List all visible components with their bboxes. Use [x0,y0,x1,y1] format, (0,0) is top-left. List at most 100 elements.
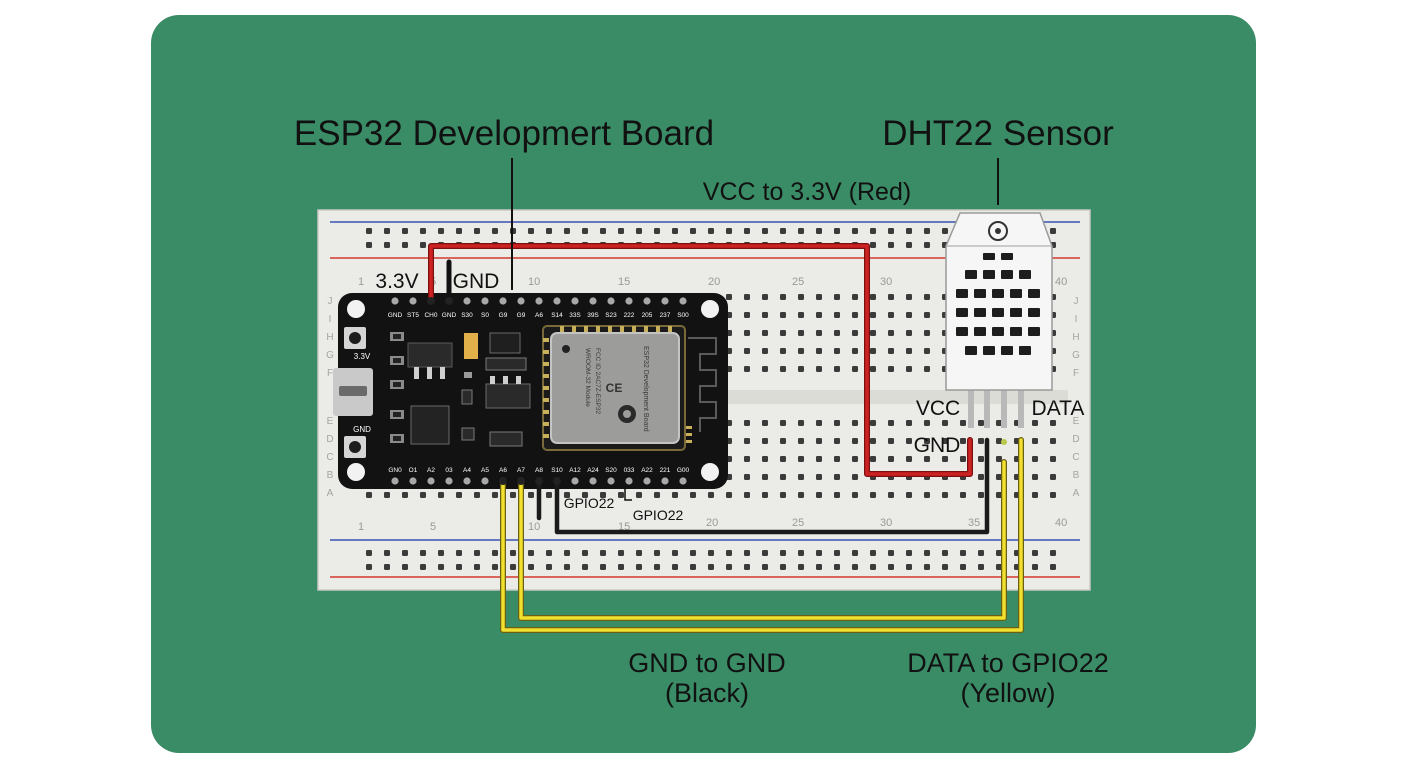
pin-label: A24 [587,467,599,474]
pin-3v3-label: 3.3V [375,270,418,293]
pin-label: A4 [463,467,471,474]
row-letter: A [327,488,334,499]
gnd-wire-label-line2: (Black) [665,678,749,708]
column-numbers-top: 1 5 10 15 20 25 30 35 40 [358,276,1067,288]
row-letter: H [1072,332,1079,343]
pin-label: 39S [587,312,599,319]
row-letter: D [1072,434,1079,445]
sensor-gnd-label: GND [914,434,961,457]
top-header-pins [391,297,687,305]
pin-label: A6 [535,312,543,319]
bottom-pin-labels: GN0 O1 A2 03 A4 A5 A6 A7 A8 S10 A12 A24 … [388,467,689,474]
pin-label: G9 [499,312,508,319]
module-title: ESP32 Development Board [642,346,649,432]
pin-label: A2 [427,467,435,474]
mount-hole [701,463,719,481]
esp32-board: GND ST5 CH0 GND S30 S0 G9 G9 A6 S14 33S … [333,293,728,489]
col-num: 20 [706,517,718,529]
usb-port-opening [339,386,367,396]
row-letter: G [1072,350,1080,361]
row-letter: J [1074,296,1079,307]
sensor-status-dot [1001,439,1007,445]
data-wire-label-line1: DATA to GPIO22 [907,648,1109,678]
row-letters-left: J I H G F E D C B A [326,296,334,499]
col-num: 10 [528,276,540,288]
mount-hole [347,300,365,318]
mount-hole [347,463,365,481]
row-letter: J [328,296,333,307]
col-num: 1 [358,276,364,288]
pin-label: GND [388,312,403,319]
col-num: 15 [618,276,630,288]
gpio22-label-2: GPIO22 [633,507,684,523]
pin-label: GND [442,312,457,319]
pin-label: S14 [551,312,563,319]
yellow-wire-data-inner [519,460,1006,620]
row-letter: I [1075,314,1078,325]
row-letters-right: J I H G F E D C B A [1072,296,1080,499]
pin-label: 205 [642,312,653,319]
module-castellated-pads [543,326,692,443]
data-wire-label-line2: (Yellow) [960,678,1055,708]
pin-label: G00 [677,467,690,474]
row-letter: F [1073,368,1079,379]
dht22-sensor [945,212,1053,445]
usb-uart-chip [410,405,450,445]
esp32-wroom-module: CE ESP32 Development Board WROOM-32 Modu… [542,325,717,451]
pin-label: A5 [481,467,489,474]
module-fcc-id: FCC ID 2AC7Z-ESP32 [594,348,601,414]
pin-label: 033 [624,467,635,474]
module-shield [550,332,680,444]
pin-label: A8 [535,467,543,474]
wires [428,243,1024,633]
col-num: 40 [1055,517,1067,529]
row-letter: E [327,416,334,427]
pin-label: G9 [517,312,526,319]
row-letter: H [326,332,333,343]
pin-label: S23 [605,312,617,319]
yellow-wire-data-outer [501,438,1023,632]
sensor-data-label: DATA [1032,397,1085,420]
pin-label: 237 [660,312,671,319]
tantalum-capacitor [464,333,478,359]
pin-label: S10 [551,467,563,474]
red-wire-vcc [429,244,972,476]
pin-label: O1 [409,467,418,474]
side-label-3v3: 3.3V [354,352,371,361]
sensor-mounting-hole [988,221,1008,241]
col-num: 10 [528,521,540,533]
pin-label: CH0 [424,312,437,319]
pin-label: A6 [499,467,507,474]
pin-label: 33S [569,312,581,319]
row-letter: B [1073,470,1080,481]
sensor-vents [956,253,1040,355]
gpio-callout-line [624,488,632,501]
vcc-wire-label: VCC to 3.3V (Red) [703,178,911,206]
col-num: 5 [430,521,436,533]
bottom-power-rail-holes [360,543,1060,571]
pin-label: S00 [677,312,689,319]
row-letter: C [326,452,333,463]
row-letter: F [327,368,333,379]
pin-label: A22 [641,467,653,474]
col-num: 35 [968,517,980,529]
row-letter: G [326,350,334,361]
voltage-regulator [407,342,453,368]
col-num: 1 [358,521,364,533]
pin-label: GN0 [388,467,402,474]
pin-label: S20 [605,467,617,474]
wire-ends [427,297,561,485]
pin-gnd-label: GND [453,270,500,293]
mount-hole [701,300,719,318]
gnd-wire-label-line1: GND to GND [628,648,786,678]
pin1-marker [562,345,570,353]
col-num: 20 [708,276,720,288]
col-num: 40 [1055,276,1067,288]
pin-label: 221 [660,467,671,474]
row-letter: D [326,434,333,445]
ce-mark: CE [606,381,623,395]
pin-label: 03 [445,467,453,474]
sensor-vcc-label: VCC [916,397,960,420]
